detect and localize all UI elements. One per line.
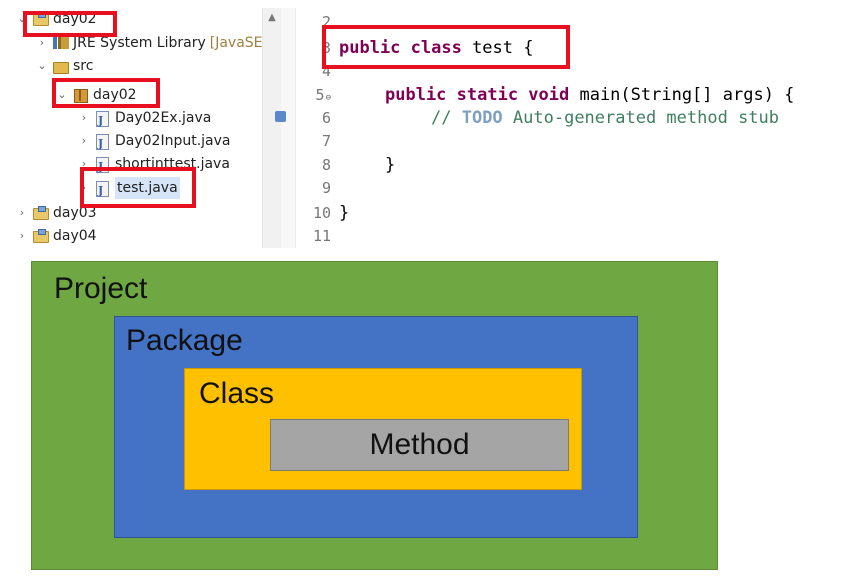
tree-item-label: test.java (115, 177, 180, 199)
todo-tag: TODO (461, 108, 503, 128)
line-number: 4 (321, 62, 331, 80)
project-label: Project (54, 272, 148, 305)
chevron-right-icon[interactable]: › (19, 206, 25, 219)
package-label: Package (126, 324, 243, 357)
chevron-right-icon[interactable]: › (19, 229, 25, 242)
method-label: Method (369, 428, 470, 461)
line-number: 3 (321, 39, 331, 57)
line-number: 6 (321, 109, 331, 127)
tree-item-day04-project[interactable]: › day04 (16, 225, 97, 247)
chevron-right-icon[interactable]: › (81, 157, 87, 170)
line-number: 9 (321, 179, 331, 197)
line-number: 5⊖ (297, 83, 331, 107)
keyword: public class (339, 38, 462, 58)
tree-item-day02-project[interactable]: ⌄ day02 (16, 8, 97, 30)
package-icon (72, 87, 88, 103)
tree-item-day03-project[interactable]: › day03 (16, 202, 97, 224)
java-file-icon (94, 110, 110, 132)
tree-item-label: src (73, 58, 94, 74)
tree-item-src[interactable]: ⌄ src (36, 55, 93, 77)
code-text: test { (461, 38, 534, 58)
chevron-right-icon[interactable]: › (81, 181, 87, 194)
tree-item-label: day02 (93, 87, 137, 103)
comment-prefix: // (431, 108, 462, 128)
chevron-down-icon[interactable]: ⌄ (17, 12, 27, 25)
ide-screenshot: ⌄ day02 › JRE System Library [JavaSE ⌄ s… (0, 0, 848, 248)
method-box: Method (270, 419, 569, 471)
tree-item-label: day02 (53, 11, 97, 27)
project-icon (32, 11, 49, 27)
task-marker-icon[interactable] (275, 111, 286, 122)
line-number: 8 (321, 156, 331, 174)
project-icon (32, 228, 49, 244)
code-line-class-decl: public class test { (339, 36, 533, 60)
code-editor[interactable]: 2 3 4 5⊖ 6 7 8 9 10 11 public class test… (275, 8, 848, 248)
chevron-right-icon[interactable]: › (39, 36, 45, 49)
line-number: 11 (312, 227, 331, 245)
code-line-todo-comment: // TODO Auto-generated method stub (431, 106, 779, 130)
project-icon (32, 205, 49, 221)
tree-item-label: day03 (53, 205, 97, 221)
tree-item-day02-package[interactable]: ⌄ day02 (56, 84, 137, 106)
chevron-right-icon[interactable]: › (81, 111, 87, 124)
tree-item-label: JRE System Library (73, 35, 206, 51)
tree-item-test-java[interactable]: › test.java (78, 177, 180, 202)
editor-ruler (281, 8, 296, 248)
tree-item-suffix: [JavaSE (209, 35, 263, 51)
package-explorer: ⌄ day02 › JRE System Library [JavaSE ⌄ s… (0, 8, 262, 248)
tree-item-label: Day02Input.java (115, 133, 231, 149)
comment-text: Auto-generated method stub (502, 108, 780, 128)
tree-item-label: Day02Ex.java (115, 110, 212, 126)
tree-item-day02ex-java[interactable]: › Day02Ex.java (78, 107, 212, 132)
tree-item-label: shortinttest.java (115, 156, 230, 172)
tree-item-day02input-java[interactable]: › Day02Input.java (78, 130, 231, 155)
code-line-class-close: } (339, 203, 350, 223)
class-label: Class (199, 377, 275, 410)
source-folder-icon (52, 58, 69, 74)
line-number-gutter: 2 3 4 5⊖ 6 7 8 9 10 11 (297, 8, 337, 248)
line-number-value: 5 (315, 86, 325, 104)
chevron-down-icon[interactable]: ⌄ (37, 59, 47, 72)
code-line-method-close: } (385, 155, 396, 175)
code-content[interactable]: public class test { public static void m… (339, 8, 848, 248)
explorer-scrollbar[interactable]: ▲ (262, 8, 281, 248)
java-file-icon (94, 180, 110, 202)
tree-item-shortinttest-java[interactable]: › shortinttest.java (78, 153, 230, 178)
tree-item-label: day04 (53, 228, 97, 244)
library-icon (52, 35, 69, 51)
java-file-icon (94, 133, 110, 155)
fold-collapse-icon[interactable]: ⊖ (325, 93, 331, 103)
line-number: 2 (321, 13, 331, 31)
java-file-icon (94, 156, 110, 178)
keyword: public static void (385, 85, 570, 105)
chevron-down-icon[interactable]: ⌄ (57, 88, 67, 101)
chevron-right-icon[interactable]: › (81, 134, 87, 147)
scroll-up-arrow-icon[interactable]: ▲ (268, 12, 276, 23)
line-number: 10 (312, 204, 331, 222)
code-text: main(String[] args) { (569, 85, 795, 105)
tree-item-jre-library[interactable]: › JRE System Library [JavaSE (36, 32, 263, 54)
code-line-main-method: public static void main(String[] args) { (385, 83, 794, 107)
line-number: 7 (321, 132, 331, 150)
